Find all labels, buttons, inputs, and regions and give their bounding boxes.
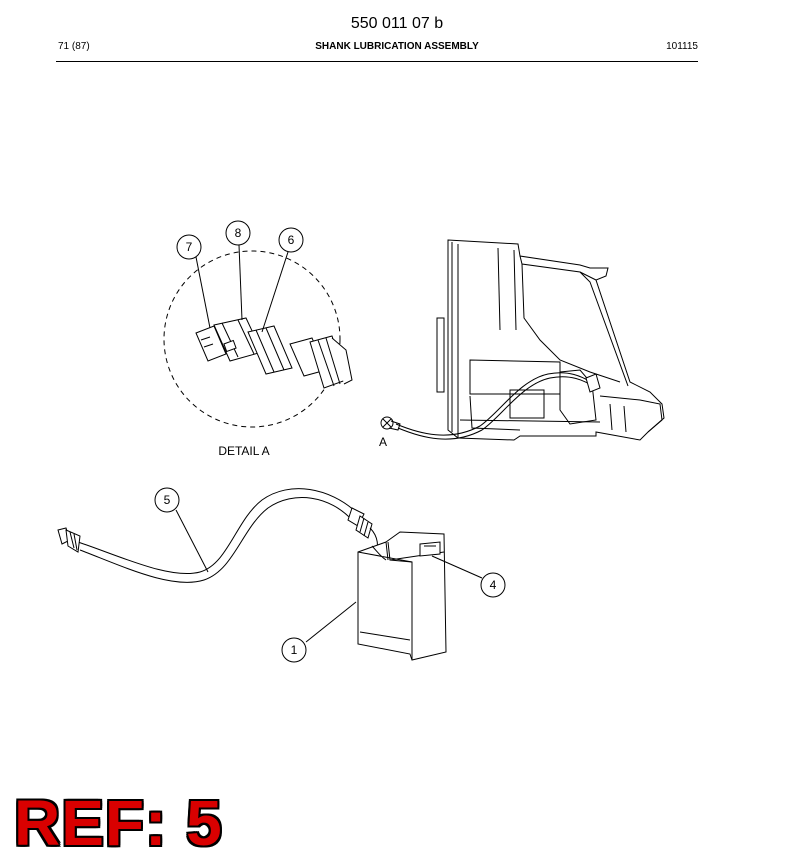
svg-text:5: 5 — [164, 493, 171, 507]
callout-6: 6 — [278, 227, 304, 253]
callout-5: 5 — [154, 487, 180, 513]
svg-text:1: 1 — [291, 643, 298, 657]
detail-marker-a: A — [379, 435, 387, 449]
detail-label: DETAIL A — [218, 444, 269, 458]
leader-7 — [195, 256, 211, 329]
svg-text:4: 4 — [490, 578, 497, 592]
leader-1 — [305, 601, 357, 643]
document-number: 550 011 07 b — [350, 15, 444, 32]
leader-6 — [261, 251, 289, 333]
svg-text:6: 6 — [288, 233, 295, 247]
detail-a — [163, 244, 353, 428]
detail-circle — [163, 250, 341, 428]
svg-text:8: 8 — [235, 226, 242, 240]
ref-stamp: REF: 5 — [14, 787, 223, 859]
callout-4: 4 — [480, 572, 506, 598]
page-reference: 71 (87) — [58, 41, 90, 52]
callout-7: 7 — [176, 234, 202, 260]
date-code: 101115 — [666, 41, 698, 52]
leader-8 — [238, 244, 243, 321]
header-rule — [56, 61, 698, 62]
fitting-assembly — [195, 317, 353, 389]
grease-container — [357, 531, 447, 661]
shank-machine — [380, 239, 665, 441]
lubrication-hose — [57, 488, 378, 583]
callout-8: 8 — [225, 220, 251, 246]
leader-5 — [175, 509, 209, 573]
svg-text:7: 7 — [186, 240, 193, 254]
page-title: SHANK LUBRICATION ASSEMBLY — [315, 41, 479, 52]
callout-1: 1 — [281, 637, 307, 663]
leader-4 — [431, 555, 483, 579]
